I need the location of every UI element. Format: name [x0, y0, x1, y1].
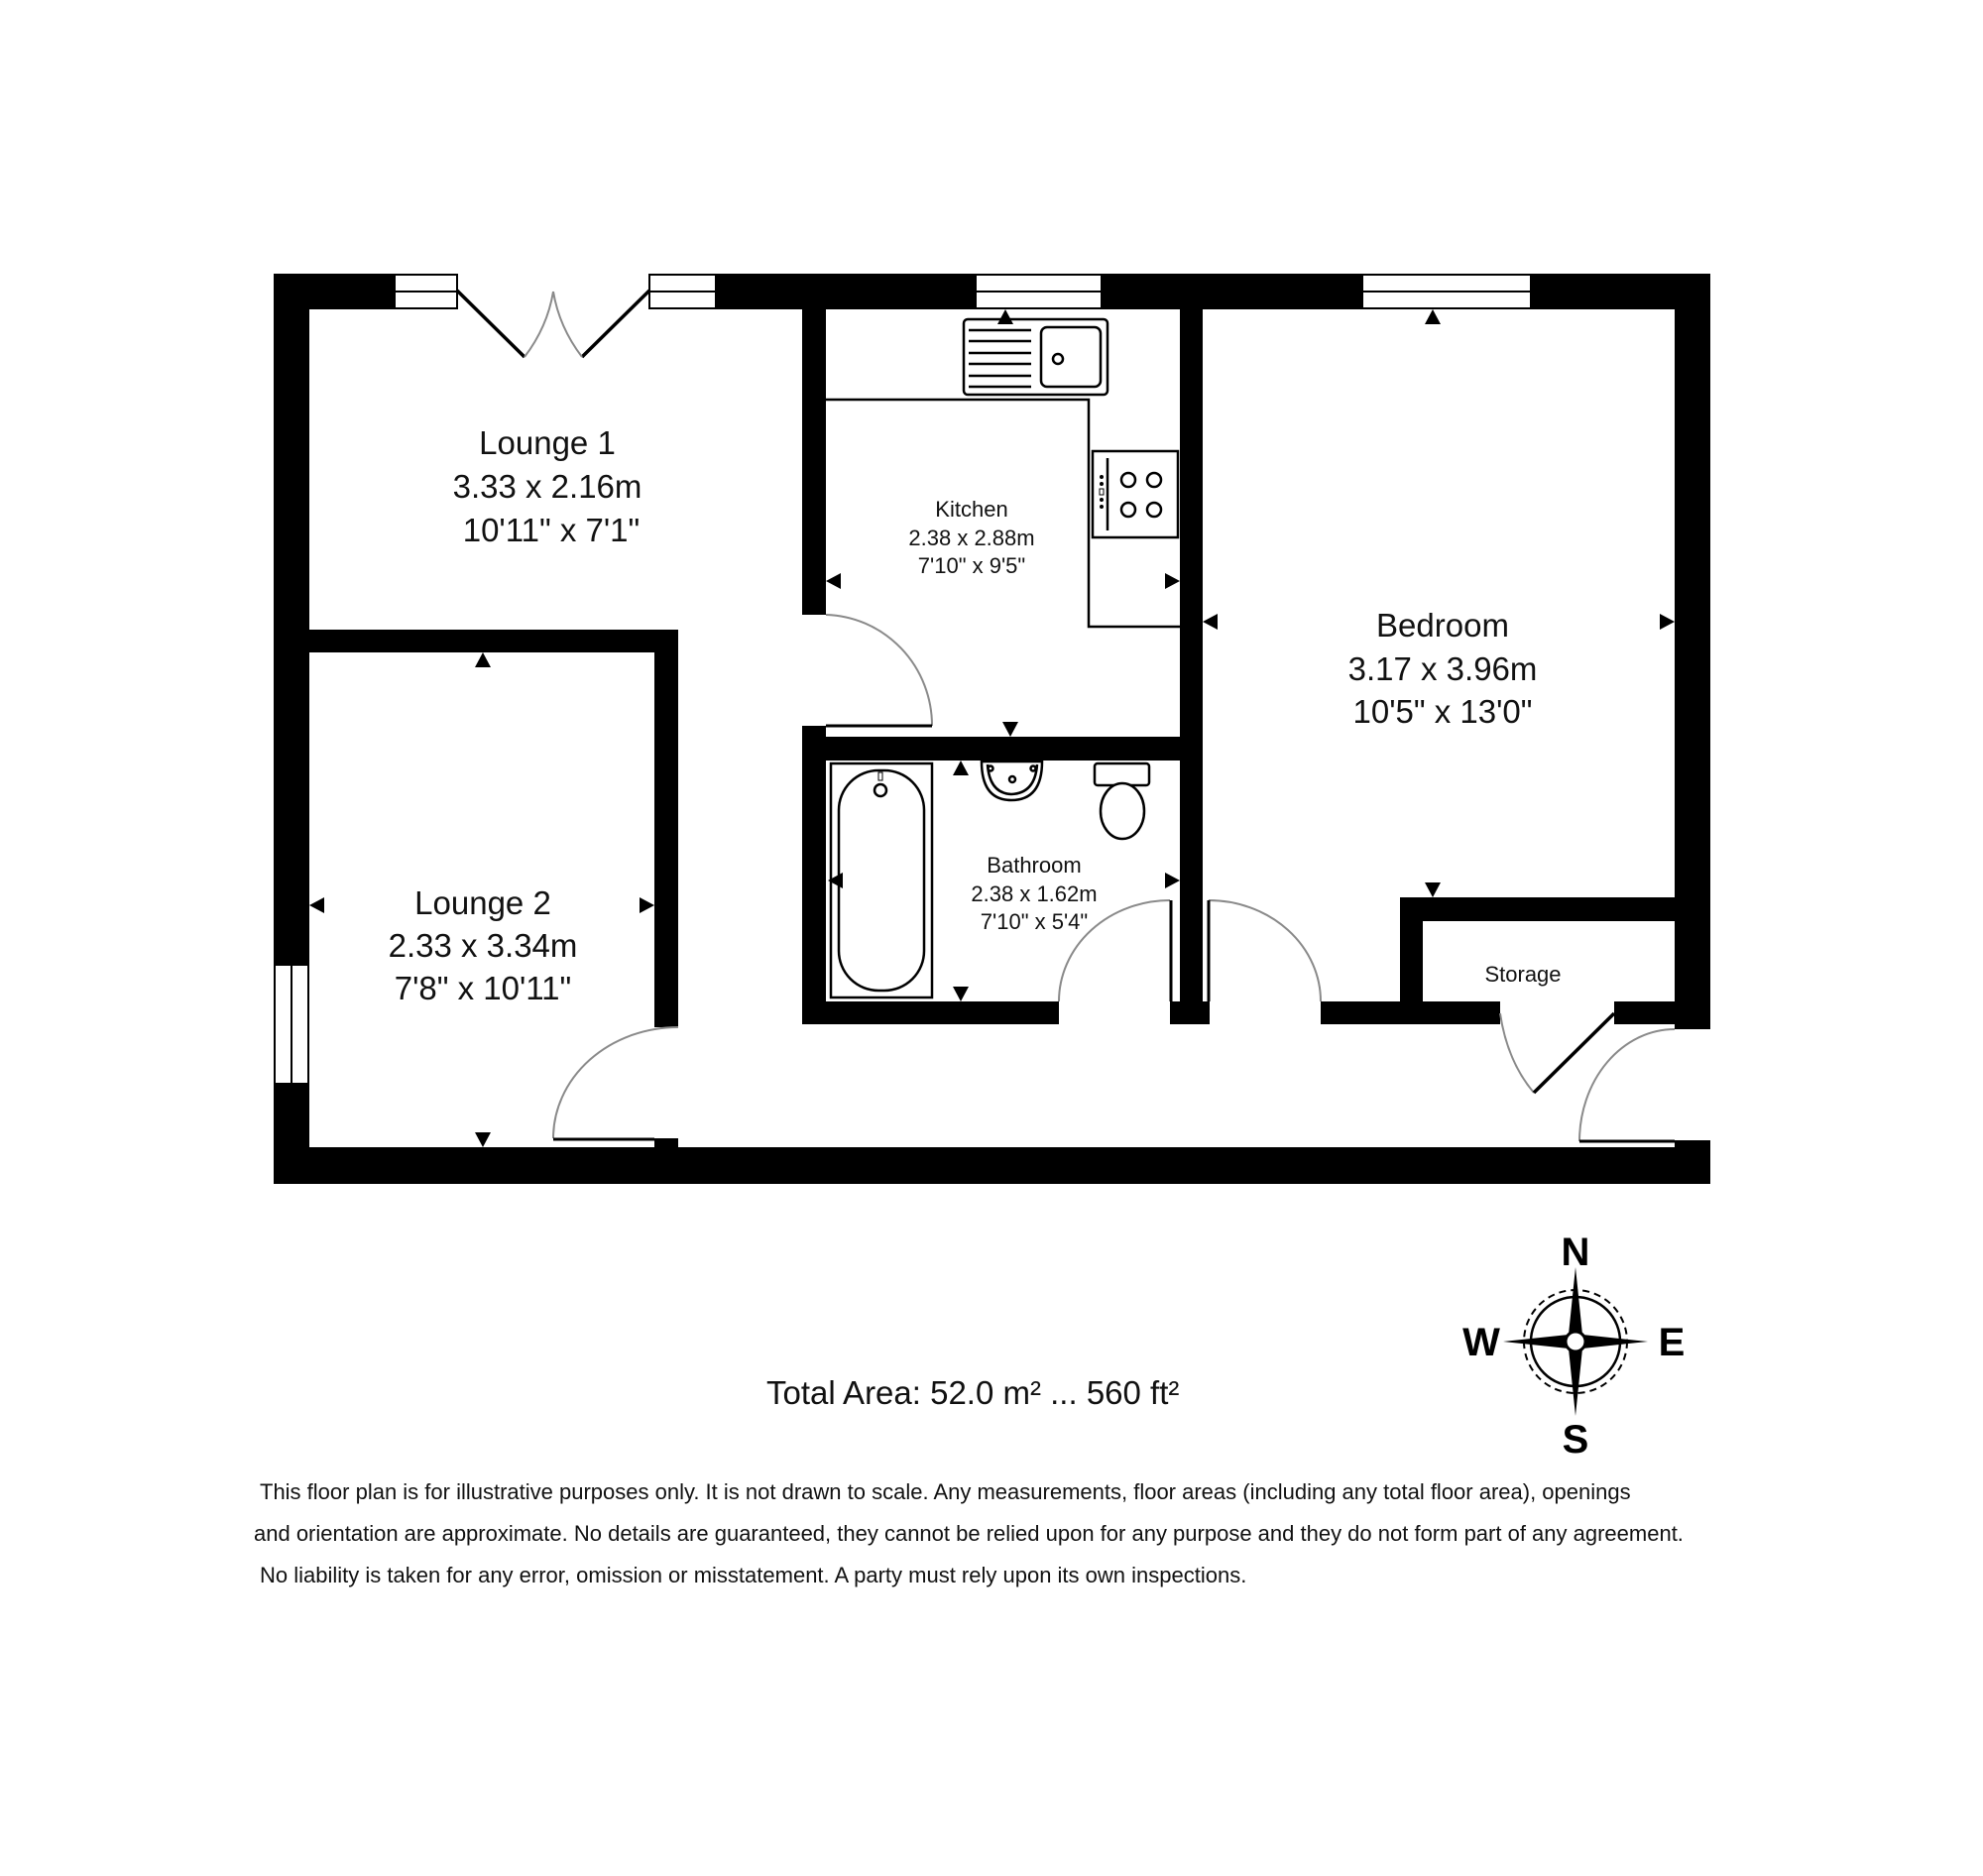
room-metric: 2.33 x 3.34m [389, 927, 578, 964]
window-bedroom [1361, 274, 1532, 309]
sink-icon [962, 317, 1109, 397]
window-kitchen [975, 274, 1103, 309]
doors [552, 614, 1676, 1143]
room-name: Storage [1484, 962, 1561, 987]
disclaimer-line-1: This floor plan is for illustrative purp… [260, 1479, 1631, 1504]
toilet-icon [1093, 762, 1151, 841]
compass-east: E [1659, 1321, 1686, 1364]
disclaimer-line-3: No liability is taken for any error, omi… [260, 1563, 1247, 1587]
door-lounge2 [552, 1026, 679, 1141]
room-imperial: 7'8" x 10'11" [395, 970, 572, 1006]
room-name: Bathroom [987, 853, 1081, 878]
outer-walls [274, 274, 1710, 1184]
compass-icon: N S W E [1462, 1231, 1685, 1462]
door-entrance [1578, 1028, 1676, 1143]
room-imperial: 7'10" x 9'5" [918, 553, 1025, 578]
room-metric: 2.38 x 2.88m [908, 526, 1034, 550]
kitchen-counter [826, 398, 1180, 629]
windows [274, 274, 1532, 1085]
disclaimer-line-2: and orientation are approximate. No deta… [254, 1521, 1684, 1546]
room-name: Lounge 1 [479, 424, 616, 461]
room-metric: 2.38 x 1.62m [971, 881, 1097, 906]
room-imperial: 10'5" x 13'0" [1353, 693, 1533, 730]
compass-north: N [1562, 1231, 1590, 1274]
door-bathroom [1058, 899, 1173, 1002]
room-metric: 3.33 x 2.16m [453, 468, 642, 505]
compass-south: S [1563, 1418, 1589, 1462]
room-imperial: 7'10" x 5'4" [981, 909, 1088, 934]
window-lounge2 [274, 964, 309, 1085]
door-storage [1499, 1011, 1616, 1095]
door-kitchen [825, 614, 933, 728]
room-name: Kitchen [935, 497, 1007, 522]
hob-icon [1091, 449, 1180, 539]
room-imperial: 10'11" x 7'1" [463, 512, 641, 548]
room-label-lounge1: Lounge 1 3.33 x 2.16m 10'11" x 7'1" [453, 424, 642, 548]
room-name: Bedroom [1376, 607, 1509, 644]
window-lounge1-right [648, 274, 717, 309]
door-bedroom [1207, 899, 1322, 1002]
room-label-bathroom: Bathroom 2.38 x 1.62m 7'10" x 5'4" [971, 853, 1097, 934]
room-label-storage: Storage [1484, 962, 1561, 987]
total-area: Total Area: 52.0 m² ... 560 ft² [766, 1374, 1180, 1411]
room-name: Lounge 2 [414, 884, 551, 921]
window-lounge1-left [394, 274, 458, 309]
room-label-kitchen: Kitchen 2.38 x 2.88m 7'10" x 9'5" [908, 497, 1034, 578]
french-doors-lounge1 [455, 289, 651, 359]
bath-icon [829, 762, 934, 999]
room-metric: 3.17 x 3.96m [1348, 650, 1538, 687]
washbasin-icon [980, 760, 1044, 802]
disclaimer: This floor plan is for illustrative purp… [254, 1471, 1846, 1596]
room-label-bedroom: Bedroom 3.17 x 3.96m 10'5" x 13'0" [1348, 607, 1538, 730]
room-label-lounge2: Lounge 2 2.33 x 3.34m 7'8" x 10'11" [389, 884, 578, 1006]
compass-west: W [1462, 1321, 1500, 1364]
dimension-markers [309, 309, 1675, 1147]
internal-walls [309, 309, 1675, 1148]
